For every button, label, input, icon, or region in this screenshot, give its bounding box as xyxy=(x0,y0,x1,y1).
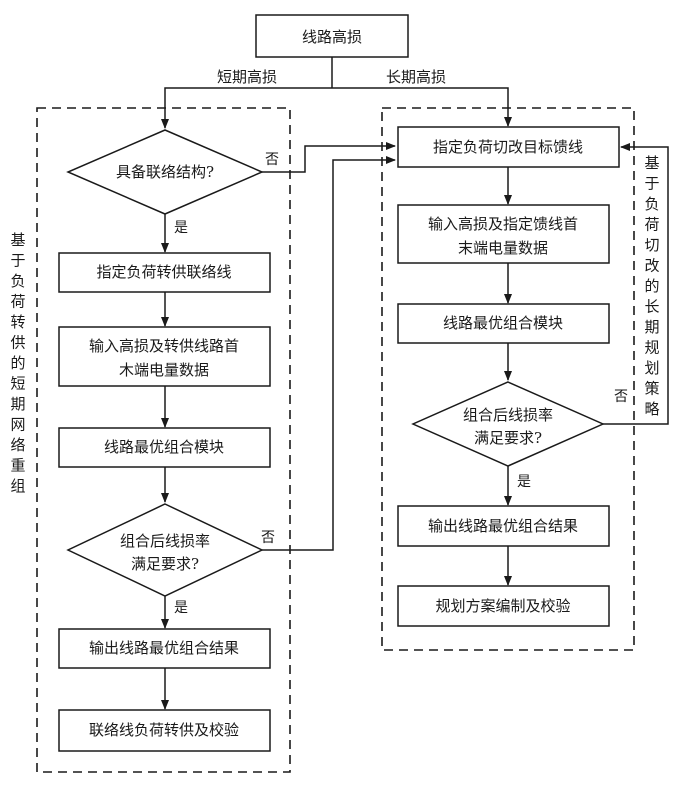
left-box3-text: 线路最优组合模块 xyxy=(104,438,224,456)
high-loss-box xyxy=(255,14,409,58)
right-box3-text: 线路最优组合模块 xyxy=(443,314,563,332)
left-box4-text: 输出线路最优组合结果 xyxy=(89,639,239,657)
left-decision2-line1: 组合后线损率 xyxy=(120,532,210,550)
right-no-label: 否 xyxy=(614,389,628,405)
side-label-char: 期 xyxy=(10,395,25,413)
decision2-no-path xyxy=(262,156,396,551)
side-label-char: 负 xyxy=(10,272,25,290)
left-box5-text: 联络线负荷转供及校验 xyxy=(89,721,239,739)
side-label-char: 荷 xyxy=(10,293,25,311)
side-label-char: 重 xyxy=(10,457,25,475)
side-label-char: 转 xyxy=(10,313,25,331)
right-output-result-box xyxy=(397,505,610,547)
side-label-char: 于 xyxy=(644,175,659,193)
side-label-char: 切 xyxy=(644,236,659,254)
decision1-text: 具备联络结构? xyxy=(116,163,214,181)
side-label-char: 期 xyxy=(644,318,659,336)
decision2-no-label: 否 xyxy=(261,530,275,546)
side-label-char: 络 xyxy=(10,436,25,454)
planning-scheme-check-box xyxy=(397,585,610,627)
decision1-no-path xyxy=(262,142,396,173)
side-label-char: 策 xyxy=(644,380,659,398)
right-box5-text: 规划方案编制及校验 xyxy=(435,597,570,615)
side-label-char: 网 xyxy=(10,416,25,434)
side-label-char: 基 xyxy=(644,154,659,172)
left-loss-rate-decision xyxy=(66,503,264,597)
right-decision-line2: 满足要求? xyxy=(474,429,542,447)
tie-transfer-check-box xyxy=(58,709,271,752)
side-label-char: 于 xyxy=(10,252,25,270)
side-label-char: 基 xyxy=(10,231,25,249)
left-optimal-module-box xyxy=(58,427,271,468)
side-label-char: 荷 xyxy=(644,216,659,234)
right-optimal-module-box xyxy=(397,303,610,344)
side-label-char: 组 xyxy=(10,477,25,495)
right-box4-text: 输出线路最优组合结果 xyxy=(428,517,578,535)
left-decision2-line2: 满足要求? xyxy=(131,555,199,573)
long-term-label: 长期高损 xyxy=(386,68,446,86)
branch-right-line xyxy=(332,87,512,127)
decision1-no-label: 否 xyxy=(265,152,279,168)
left-box2-line2: 木端电量数据 xyxy=(119,361,209,379)
side-label-char: 的 xyxy=(644,277,659,295)
high-loss-title: 线路高损 xyxy=(302,28,362,46)
side-label-char: 供 xyxy=(10,334,25,352)
right-loss-rate-decision xyxy=(411,381,605,467)
right-yes-label: 是 xyxy=(517,474,531,490)
right-decision-line1: 组合后线损率 xyxy=(463,406,553,424)
specify-transfer-tie-box xyxy=(58,252,271,293)
left-yes1-label: 是 xyxy=(174,220,188,236)
right-box1-text: 指定负荷切改目标馈线 xyxy=(433,138,583,156)
side-label-char: 短 xyxy=(10,375,25,393)
side-label-char: 划 xyxy=(644,359,659,377)
left-yes2-label: 是 xyxy=(174,600,188,616)
specify-target-feeder-box xyxy=(397,126,620,168)
side-label-char: 负 xyxy=(644,195,659,213)
short-term-label: 短期高损 xyxy=(217,68,277,86)
right-box2-line1: 输入高损及指定馈线首 xyxy=(428,215,578,233)
right-box2-line2: 末端电量数据 xyxy=(458,239,548,257)
side-label-char: 的 xyxy=(10,354,25,372)
left-output-result-box xyxy=(58,628,271,669)
left-box1-text: 指定负荷转供联络线 xyxy=(96,263,231,281)
side-label-char: 略 xyxy=(644,400,659,418)
branch-left-line xyxy=(161,87,332,129)
side-label-char: 规 xyxy=(644,339,659,357)
input-right-data-box xyxy=(397,204,610,264)
right-no-feedback-path xyxy=(603,143,669,425)
side-label-char: 改 xyxy=(644,257,659,275)
left-group-frame xyxy=(36,107,291,773)
left-box2-line1: 输入高损及转供线路首 xyxy=(89,337,239,355)
side-label-char: 长 xyxy=(644,298,659,316)
